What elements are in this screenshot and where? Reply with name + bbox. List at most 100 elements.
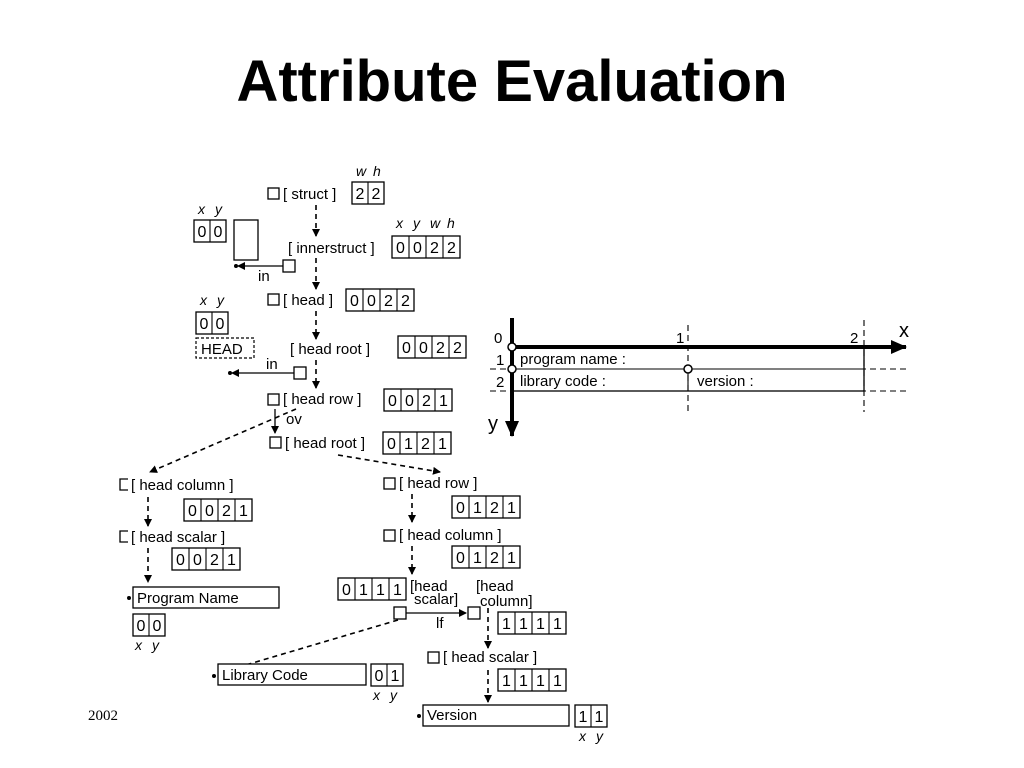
struct-port-square	[267, 187, 280, 200]
svg-text:2: 2	[372, 186, 381, 203]
head-column-right-label: [ head column ]	[399, 527, 502, 544]
inner-output-box	[233, 219, 259, 261]
svg-text:y: y	[214, 201, 223, 217]
svg-text:1: 1	[439, 393, 448, 410]
svg-text:1: 1	[376, 582, 385, 599]
head-root-2-values: 0 1 2 1	[382, 431, 452, 455]
svg-text:x: x	[197, 201, 206, 217]
svg-text:2: 2	[401, 293, 410, 310]
svg-text:1: 1	[536, 673, 545, 690]
svg-text:1: 1	[239, 503, 248, 520]
svg-text:0: 0	[375, 668, 384, 685]
grid-cell-program-name: program name :	[520, 351, 626, 368]
svg-text:2: 2	[447, 240, 456, 257]
svg-text:in: in	[258, 268, 270, 285]
svg-text:y: y	[216, 292, 225, 308]
axis-x-label: x	[899, 320, 909, 342]
head-column-left-label: [ head column ]	[131, 477, 234, 494]
svg-text:1: 1	[502, 673, 511, 690]
svg-text:0: 0	[413, 240, 422, 257]
svg-text:2: 2	[222, 503, 231, 520]
svg-text:0: 0	[402, 340, 411, 357]
coordinate-grid: x y 0 1 2 1 2 program name : library cod…	[488, 318, 910, 437]
svg-text:0: 0	[405, 393, 414, 410]
svg-text:2: 2	[436, 340, 445, 357]
head-xy-values: 0 0	[195, 311, 229, 335]
svg-text:0: 0	[350, 293, 359, 310]
svg-text:w: w	[356, 163, 367, 179]
struct-label: [ struct ]	[283, 186, 336, 203]
svg-text:w: w	[430, 215, 441, 231]
svg-text:x: x	[395, 215, 404, 231]
library-code-box	[217, 663, 367, 686]
svg-text:lf: lf	[436, 615, 444, 632]
svg-text:0: 0	[193, 552, 202, 569]
svg-text:0: 0	[387, 436, 396, 453]
svg-text:0: 0	[153, 618, 162, 635]
head-row-right-label: [ head row ]	[399, 475, 477, 492]
svg-text:y: y	[389, 687, 398, 703]
svg-text:1: 1	[393, 582, 402, 599]
head-root-label: [ head root ]	[290, 341, 370, 358]
svg-text:2: 2	[496, 374, 504, 391]
svg-text:2: 2	[422, 393, 431, 410]
head-root-values: 0 0 2 2	[397, 335, 467, 359]
svg-text:y: y	[412, 215, 421, 231]
svg-text:h: h	[447, 215, 455, 231]
library-code-xy-values: 0 1	[370, 663, 404, 687]
svg-text:2: 2	[384, 293, 393, 310]
svg-text:x: x	[134, 637, 143, 653]
library-code-label: Library Code	[222, 667, 308, 684]
svg-text:1: 1	[227, 552, 236, 569]
svg-text:0: 0	[198, 224, 207, 241]
svg-text:1: 1	[595, 709, 604, 726]
head-row-right-values: 0 1 2 1	[451, 495, 521, 519]
grid-cell-version: version :	[697, 373, 754, 390]
svg-text:1: 1	[553, 673, 562, 690]
svg-text:0: 0	[137, 618, 146, 635]
svg-text:0: 0	[342, 582, 351, 599]
grid-cell-library-code: library code :	[520, 373, 606, 390]
svg-text:0: 0	[176, 552, 185, 569]
svg-text:1: 1	[502, 616, 511, 633]
svg-text:column]: column]	[480, 593, 533, 610]
svg-text:1: 1	[507, 500, 516, 517]
svg-text:1: 1	[676, 330, 684, 347]
svg-text:0: 0	[200, 316, 209, 333]
svg-text:0: 0	[419, 340, 428, 357]
svg-text:2: 2	[850, 330, 858, 347]
svg-text:y: y	[595, 728, 604, 744]
svg-text:2: 2	[453, 340, 462, 357]
struct-values: 2 2	[351, 181, 385, 205]
svg-text:1: 1	[519, 616, 528, 633]
column-sub-values: 1 1 1 1	[497, 611, 567, 635]
slide-title: Attribute Evaluation	[236, 49, 788, 114]
svg-text:0: 0	[456, 550, 465, 567]
svg-text:x: x	[372, 687, 381, 703]
program-name-label: Program Name	[137, 590, 239, 607]
svg-text:0: 0	[205, 503, 214, 520]
head-column-right-values: 0 1 2 1	[451, 545, 521, 569]
svg-text:0: 0	[388, 393, 397, 410]
svg-text:2: 2	[490, 550, 499, 567]
svg-text:1: 1	[496, 352, 504, 369]
head-column-left-values: 0 0 2 1	[183, 498, 253, 522]
program-name-box	[132, 586, 280, 609]
svg-text:1: 1	[507, 550, 516, 567]
svg-text:0: 0	[396, 240, 405, 257]
svg-text:2: 2	[430, 240, 439, 257]
svg-text:0: 0	[494, 330, 502, 347]
head-row-label: [ head row ]	[283, 391, 361, 408]
svg-text:1: 1	[553, 616, 562, 633]
version-xy-values: 1 1	[574, 704, 608, 728]
svg-text:0: 0	[456, 500, 465, 517]
svg-text:1: 1	[473, 550, 482, 567]
innerstruct-values: 0 0 2 2	[391, 235, 461, 259]
svg-text:ov: ov	[286, 411, 302, 428]
svg-text:1: 1	[579, 709, 588, 726]
side-values: 0 1 1 1	[337, 577, 407, 601]
svg-text:2: 2	[210, 552, 219, 569]
axis-y-label: y	[488, 413, 498, 435]
head-column-bracket-label: [head	[476, 578, 514, 595]
